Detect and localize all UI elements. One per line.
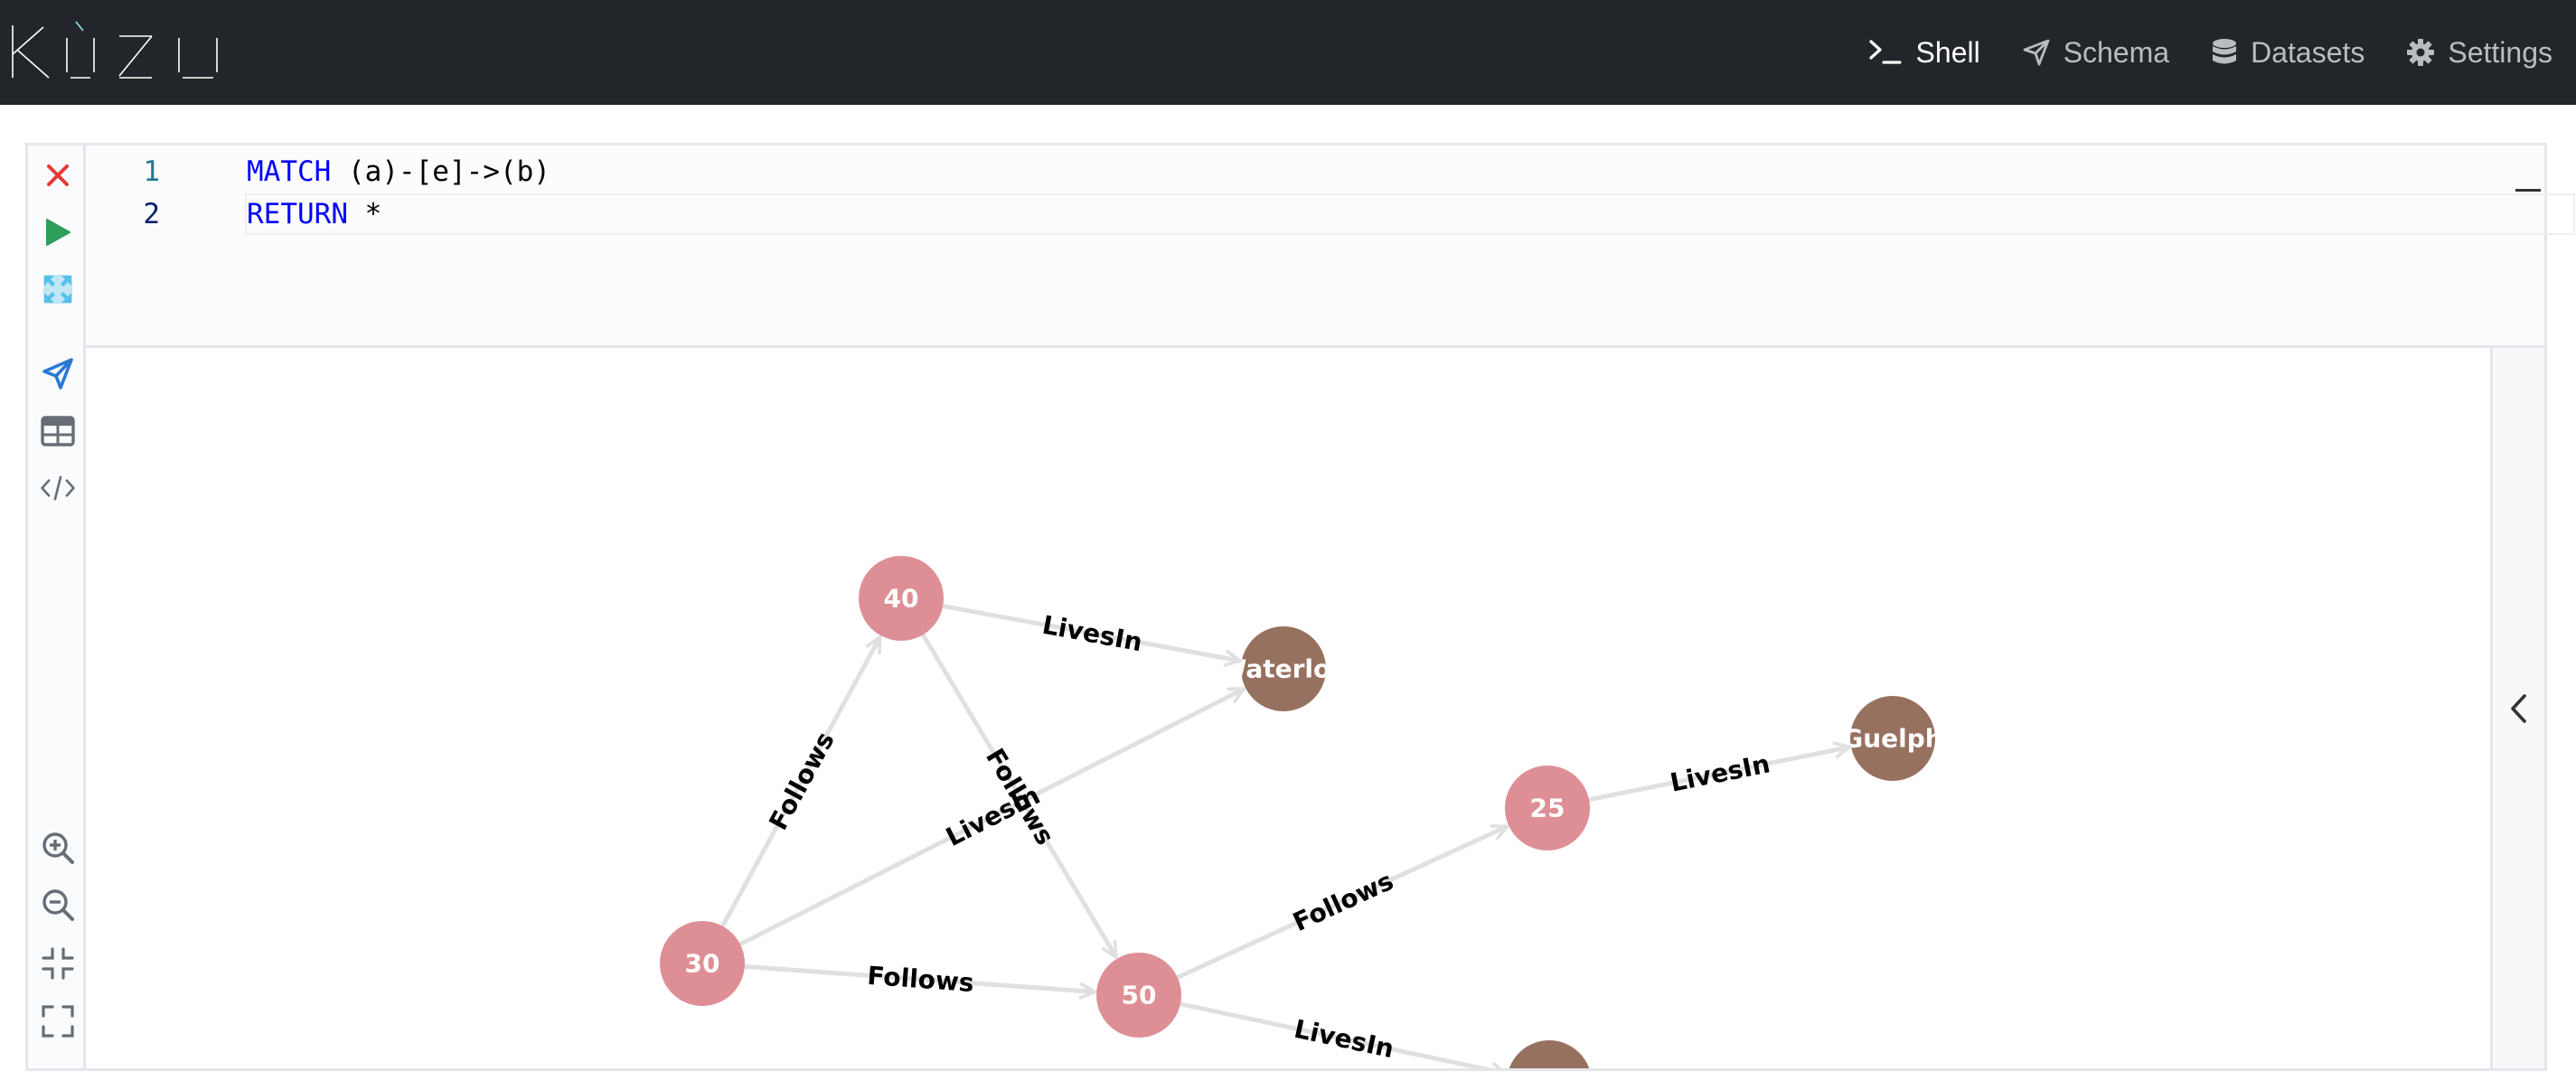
send-icon bbox=[2023, 39, 2050, 66]
node-label: 30 bbox=[685, 949, 720, 979]
node-circle[interactable] bbox=[1096, 953, 1181, 1038]
nav-schema[interactable]: Schema bbox=[2022, 36, 2169, 70]
graph-node-n40[interactable]: 40 bbox=[859, 556, 944, 641]
graph-node-n25[interactable]: 25 bbox=[1505, 766, 1590, 850]
code-rest: * bbox=[347, 198, 382, 230]
editor-scrollbar[interactable] bbox=[2515, 189, 2541, 192]
line-number: 2 bbox=[143, 198, 160, 230]
zoom-out-icon bbox=[42, 889, 74, 921]
nav-settings[interactable]: Settings bbox=[2406, 36, 2552, 70]
graph-edge[interactable] bbox=[1180, 1001, 1506, 1068]
chevron-left-icon bbox=[2510, 693, 2526, 723]
node-circle[interactable] bbox=[1505, 766, 1590, 850]
code-line: 1 MATCH (a)-[e]->(b) bbox=[86, 151, 2526, 193]
node-label: Waterloo bbox=[1218, 654, 1348, 684]
nav-datasets[interactable]: Datasets bbox=[2211, 36, 2364, 70]
edge-label: Follows bbox=[763, 727, 841, 835]
node-label: Kitchener bbox=[1481, 1068, 1619, 1069]
zoom-out-button[interactable] bbox=[41, 888, 75, 922]
nav-menu: Shell Schema Datasets bbox=[1867, 0, 2552, 105]
node-label: 25 bbox=[1530, 794, 1565, 823]
edge-label: LivesIn bbox=[1668, 748, 1772, 797]
line-number: 1 bbox=[143, 155, 160, 188]
nav-shell[interactable]: Shell bbox=[1867, 36, 1980, 70]
graph-node-waterloo[interactable]: Waterloo bbox=[1218, 626, 1348, 711]
edges-layer bbox=[720, 604, 1849, 1068]
node-label: 50 bbox=[1122, 981, 1157, 1010]
fullscreen-button[interactable] bbox=[41, 1004, 75, 1038]
edge-label: LivesIn bbox=[1040, 610, 1145, 658]
graph-node-kitchener[interactable]: Kitchener bbox=[1481, 1040, 1619, 1090]
edge-label: Follows bbox=[1288, 866, 1397, 937]
code-view-icon bbox=[41, 475, 75, 501]
current-line-highlight bbox=[245, 193, 2575, 235]
code-keyword: MATCH bbox=[247, 155, 332, 188]
node-circle[interactable] bbox=[1241, 626, 1326, 711]
graph-svg[interactable]: FollowsLivesInFollowsLivesInFollowsFollo… bbox=[86, 348, 2490, 1090]
code-text: RETURN * bbox=[247, 193, 381, 235]
graph-edge[interactable] bbox=[942, 604, 1240, 662]
code-rest: (a)-[e]->(b) bbox=[331, 155, 550, 188]
zoom-in-icon bbox=[42, 832, 74, 864]
graph-edge[interactable] bbox=[720, 637, 882, 927]
top-navbar: Shell Schema Datasets bbox=[0, 0, 2576, 105]
expand-editor-button[interactable] bbox=[41, 272, 75, 306]
run-icon bbox=[46, 219, 71, 246]
expand-icon bbox=[43, 275, 72, 304]
graph-edge[interactable] bbox=[738, 686, 1244, 946]
side-panel-toggle[interactable] bbox=[2490, 348, 2544, 1068]
kuzu-logo[interactable] bbox=[7, 18, 233, 83]
table-view-icon bbox=[41, 416, 75, 446]
graph-node-guelph[interactable]: Guelph bbox=[1842, 696, 1942, 781]
view-toolbar bbox=[28, 348, 86, 1068]
terminal-icon bbox=[1868, 40, 1902, 64]
close-icon bbox=[47, 164, 69, 186]
nav-datasets-label: Datasets bbox=[2251, 35, 2365, 69]
zoom-in-button[interactable] bbox=[41, 831, 75, 865]
shell-panel: 1 MATCH (a)-[e]->(b) 2 RETURN * bbox=[25, 143, 2575, 1090]
graph-edge[interactable] bbox=[1176, 826, 1508, 980]
nodes-layer: 40 30 50 25 WaterlooGuelphKitchener bbox=[660, 556, 1942, 1090]
code-view-button[interactable] bbox=[41, 471, 75, 505]
gear-icon bbox=[2407, 39, 2435, 66]
shrink-icon bbox=[42, 947, 74, 980]
code-line-current: 2 RETURN * bbox=[86, 193, 2575, 235]
nav-schema-label: Schema bbox=[2063, 35, 2170, 69]
code-editor[interactable]: 1 MATCH (a)-[e]->(b) 2 RETURN * bbox=[86, 146, 2575, 345]
node-circle[interactable] bbox=[859, 556, 944, 641]
node-label: Guelph bbox=[1842, 724, 1942, 754]
close-button[interactable] bbox=[41, 158, 75, 193]
nav-shell-label: Shell bbox=[1915, 35, 1980, 69]
code-keyword: RETURN bbox=[247, 198, 348, 230]
run-button[interactable] bbox=[41, 215, 75, 249]
node-label: 40 bbox=[884, 584, 919, 614]
graph-view-icon bbox=[42, 358, 73, 390]
nav-settings-label: Settings bbox=[2448, 35, 2552, 69]
fit-graph-button[interactable] bbox=[41, 946, 75, 981]
graph-node-n50[interactable]: 50 bbox=[1096, 953, 1181, 1038]
table-view-button[interactable] bbox=[41, 414, 75, 448]
graph-node-n30[interactable]: 30 bbox=[660, 921, 745, 1006]
graph-edge[interactable] bbox=[921, 634, 1118, 957]
graph-edge[interactable] bbox=[1588, 747, 1849, 803]
edge-label: LivesIn bbox=[1292, 1014, 1396, 1065]
database-icon bbox=[2213, 39, 2237, 64]
code-text: MATCH (a)-[e]->(b) bbox=[247, 151, 550, 193]
query-editor: 1 MATCH (a)-[e]->(b) 2 RETURN * bbox=[28, 146, 2575, 348]
node-circle[interactable] bbox=[1850, 696, 1935, 781]
graph-edge[interactable] bbox=[744, 963, 1095, 991]
node-circle[interactable] bbox=[1507, 1040, 1592, 1090]
edge-label: Follows bbox=[866, 961, 974, 998]
fullscreen-icon bbox=[42, 1005, 74, 1038]
graph-view-button[interactable] bbox=[41, 357, 75, 391]
editor-toolbar bbox=[28, 146, 86, 348]
node-circle[interactable] bbox=[660, 921, 745, 1006]
